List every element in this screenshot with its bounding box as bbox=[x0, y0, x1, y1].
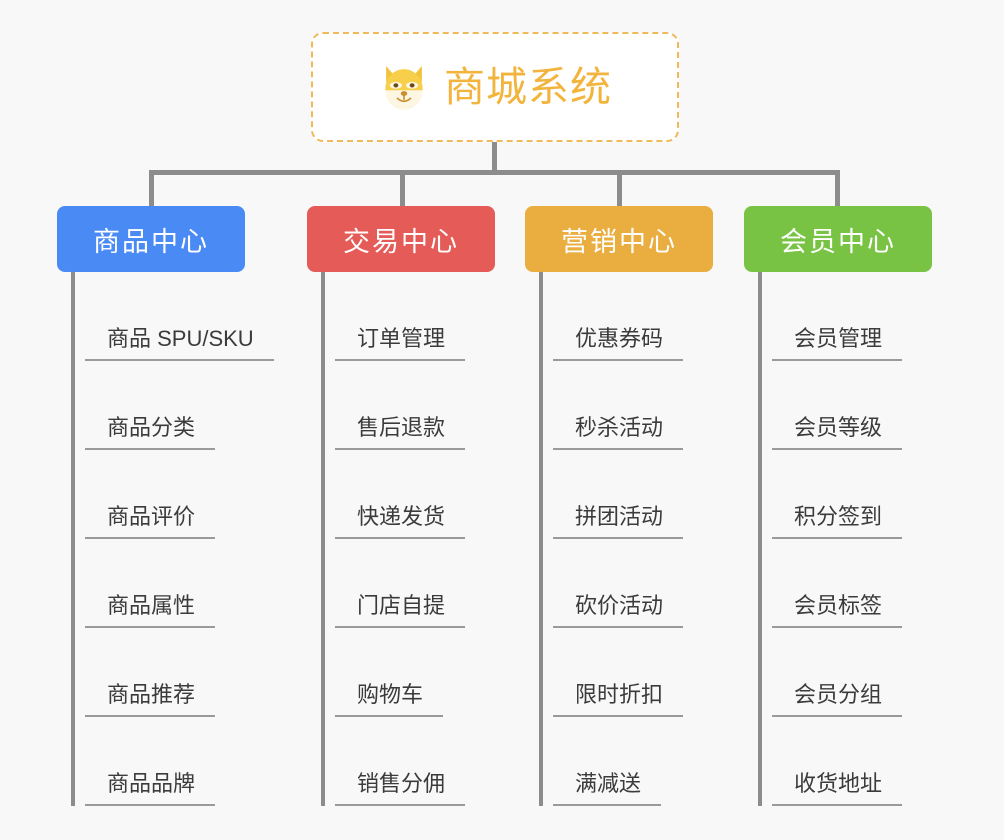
item-label: 限时折扣 bbox=[553, 684, 684, 717]
list-item[interactable]: 秒杀活动 bbox=[539, 361, 684, 450]
list-item[interactable]: 会员等级 bbox=[758, 361, 903, 450]
list-item[interactable]: 限时折扣 bbox=[539, 628, 684, 717]
item-label: 订单管理 bbox=[335, 328, 466, 361]
category-box-1[interactable]: 商品中心 bbox=[57, 206, 245, 272]
item-list-4: 会员管理 会员等级 积分签到 会员标签 会员分组 收货地址 bbox=[758, 272, 903, 806]
list-item[interactable]: 优惠券码 bbox=[539, 272, 684, 361]
item-label: 商品推荐 bbox=[85, 684, 216, 717]
list-item[interactable]: 销售分佣 bbox=[321, 717, 466, 806]
category-label-2: 交易中心 bbox=[343, 226, 459, 257]
item-label: 拼团活动 bbox=[553, 506, 684, 539]
item-label: 购物车 bbox=[335, 684, 444, 717]
item-label: 商品品牌 bbox=[85, 773, 216, 806]
item-list-3: 优惠券码 秒杀活动 拼团活动 砍价活动 限时折扣 满减送 bbox=[539, 272, 684, 806]
item-label: 售后退款 bbox=[335, 417, 466, 450]
item-label: 快递发货 bbox=[335, 506, 466, 539]
connector-drop-4 bbox=[835, 170, 840, 208]
spine-4 bbox=[758, 272, 762, 806]
spine-2 bbox=[321, 272, 325, 806]
list-item[interactable]: 会员标签 bbox=[758, 539, 903, 628]
list-item[interactable]: 商品分类 bbox=[71, 361, 274, 450]
list-item[interactable]: 商品 SPU/SKU bbox=[71, 272, 274, 361]
connector-drop-1 bbox=[149, 170, 154, 208]
item-label: 会员等级 bbox=[772, 417, 903, 450]
item-label: 销售分佣 bbox=[335, 773, 466, 806]
connector-drop-3 bbox=[617, 170, 622, 208]
item-label: 优惠券码 bbox=[553, 328, 684, 361]
item-label: 秒杀活动 bbox=[553, 417, 684, 450]
item-list-2: 订单管理 售后退款 快递发货 门店自提 购物车 销售分佣 bbox=[321, 272, 466, 806]
list-item[interactable]: 砍价活动 bbox=[539, 539, 684, 628]
list-item[interactable]: 门店自提 bbox=[321, 539, 466, 628]
category-label-3: 营销中心 bbox=[561, 226, 677, 257]
list-item[interactable]: 会员分组 bbox=[758, 628, 903, 717]
spine-1 bbox=[71, 272, 75, 806]
connector-root-stem bbox=[492, 142, 497, 174]
list-item[interactable]: 收货地址 bbox=[758, 717, 903, 806]
branch-column-4: 会员中心 会员管理 会员等级 积分签到 会员标签 会员分组 收货地址 bbox=[744, 206, 932, 806]
item-label: 门店自提 bbox=[335, 595, 466, 628]
item-label: 积分签到 bbox=[772, 506, 903, 539]
category-box-4[interactable]: 会员中心 bbox=[744, 206, 932, 272]
root-title: 商城系统 bbox=[444, 63, 612, 110]
item-label: 满减送 bbox=[553, 773, 662, 806]
list-item[interactable]: 订单管理 bbox=[321, 272, 466, 361]
item-list-1: 商品 SPU/SKU 商品分类 商品评价 商品属性 商品推荐 商品品牌 bbox=[71, 272, 274, 806]
list-item[interactable]: 满减送 bbox=[539, 717, 683, 806]
list-item[interactable]: 积分签到 bbox=[758, 450, 903, 539]
list-item[interactable]: 商品推荐 bbox=[71, 628, 274, 717]
item-label: 商品属性 bbox=[85, 595, 216, 628]
connector-horizontal-bus bbox=[149, 170, 840, 175]
list-item[interactable]: 售后退款 bbox=[321, 361, 466, 450]
list-item[interactable]: 商品品牌 bbox=[71, 717, 274, 806]
category-label-1: 商品中心 bbox=[93, 226, 209, 257]
spine-3 bbox=[539, 272, 543, 806]
category-box-2[interactable]: 交易中心 bbox=[307, 206, 495, 272]
list-item[interactable]: 会员管理 bbox=[758, 272, 903, 361]
branch-column-2: 交易中心 订单管理 售后退款 快递发货 门店自提 购物车 销售分佣 bbox=[307, 206, 495, 806]
item-label: 商品 SPU/SKU bbox=[85, 328, 274, 361]
item-label: 商品评价 bbox=[85, 506, 216, 539]
item-label: 会员分组 bbox=[772, 684, 903, 717]
root-node[interactable]: 商城系统 bbox=[311, 32, 679, 142]
connector-drop-2 bbox=[400, 170, 405, 208]
item-label: 砍价活动 bbox=[553, 595, 684, 628]
list-item[interactable]: 购物车 bbox=[321, 628, 465, 717]
category-box-3[interactable]: 营销中心 bbox=[525, 206, 713, 272]
branch-column-3: 营销中心 优惠券码 秒杀活动 拼团活动 砍价活动 限时折扣 满减送 bbox=[525, 206, 713, 806]
item-label: 会员管理 bbox=[772, 328, 903, 361]
branch-column-1: 商品中心 商品 SPU/SKU 商品分类 商品评价 商品属性 商品推荐 商品品牌 bbox=[57, 206, 274, 806]
shiba-dog-face-icon bbox=[385, 65, 423, 110]
list-item[interactable]: 商品评价 bbox=[71, 450, 274, 539]
item-label: 商品分类 bbox=[85, 417, 216, 450]
item-label: 会员标签 bbox=[772, 595, 903, 628]
list-item[interactable]: 商品属性 bbox=[71, 539, 274, 628]
list-item[interactable]: 拼团活动 bbox=[539, 450, 684, 539]
item-label: 收货地址 bbox=[772, 773, 903, 806]
category-label-4: 会员中心 bbox=[780, 226, 896, 257]
list-item[interactable]: 快递发货 bbox=[321, 450, 466, 539]
